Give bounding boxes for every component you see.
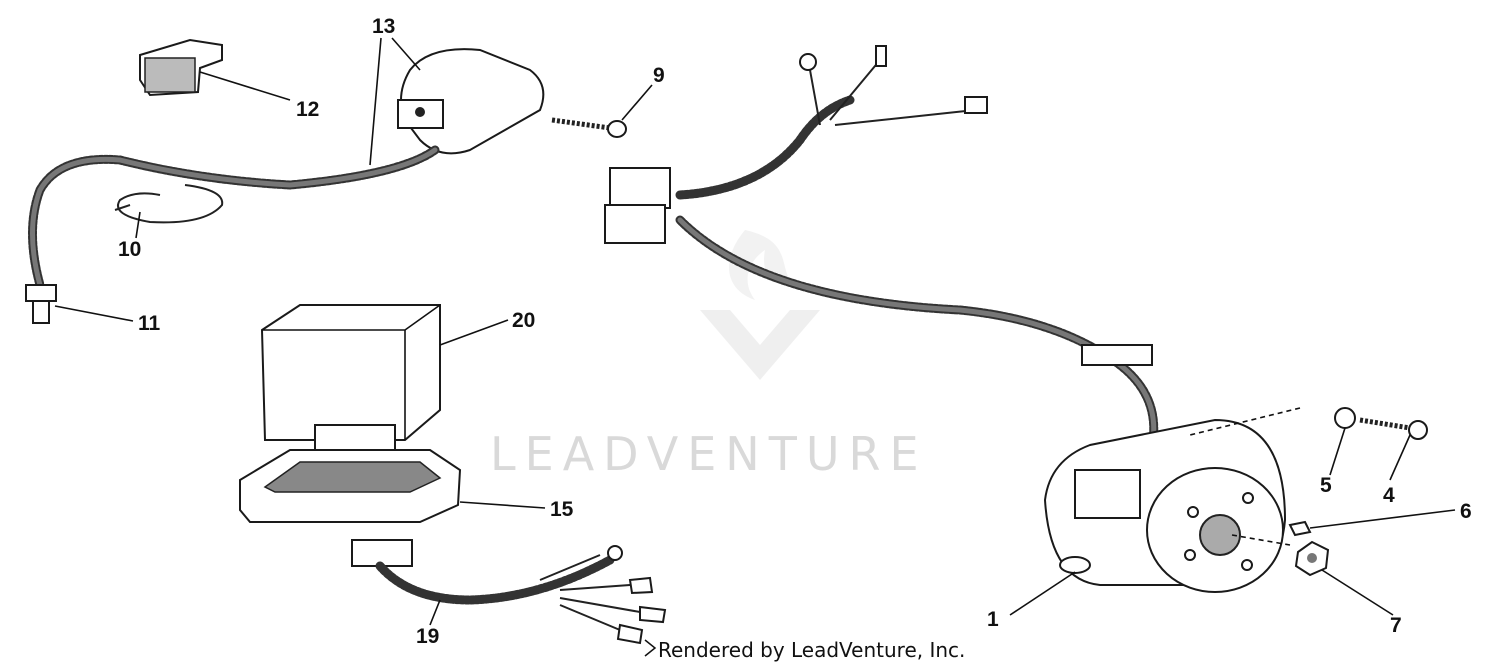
watermark-text: LEADVENTURE (490, 427, 928, 481)
part-5-washer (1334, 407, 1356, 429)
callout-10: 10 (118, 238, 141, 261)
callout-1: 1 (987, 608, 999, 631)
callout-11: 11 (138, 312, 161, 335)
callout-7: 7 (1390, 614, 1402, 637)
callout-20: 20 (512, 309, 535, 332)
part-4-bolt (1359, 417, 1428, 440)
callout-4: 4 (1383, 484, 1395, 507)
leadventure-logo-watermark (700, 230, 820, 380)
connector-block (604, 167, 671, 244)
callout-19: 19 (416, 625, 439, 648)
part-9-screw (551, 117, 627, 138)
credit-text: Rendered by LeadVenture, Inc. (658, 638, 965, 662)
part-13-ignition-coil (397, 48, 545, 155)
callout-15: 15 (550, 498, 574, 521)
callout-5: 5 (1320, 474, 1332, 497)
part-19-sub-harness (351, 539, 667, 645)
credit-icon (644, 639, 657, 657)
part-6-key (1288, 520, 1312, 537)
part-11-plug (25, 284, 57, 324)
leader-lines (54, 37, 1456, 626)
part-1-stator (1043, 418, 1287, 593)
part-15-tray (239, 449, 462, 523)
part-10-clip (114, 184, 224, 224)
callout-9: 9 (653, 64, 665, 87)
part-12-bracket (139, 38, 223, 97)
callout-12: 12 (296, 98, 319, 121)
callout-6: 6 (1460, 500, 1472, 523)
part-20-module (260, 304, 441, 454)
part-7-nut (1294, 540, 1330, 577)
callout-13: 13 (372, 15, 395, 38)
